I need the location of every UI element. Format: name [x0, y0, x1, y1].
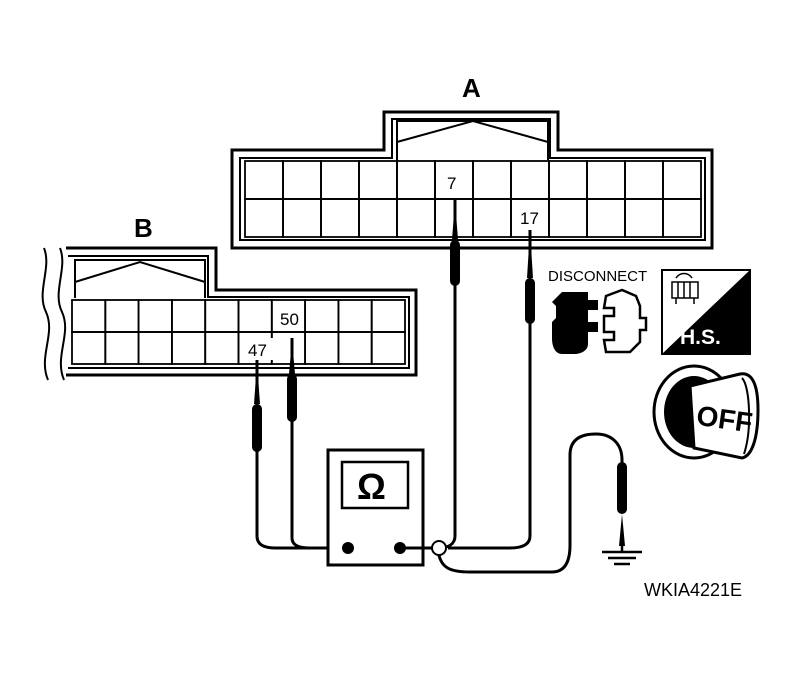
- connector-a-inner: [239, 118, 706, 241]
- pin-cavity: [104, 299, 140, 333]
- connector-b-inner: [68, 255, 410, 369]
- pin-cavity: [337, 331, 373, 365]
- pin-cavity: [396, 160, 436, 200]
- connector-a-label: A: [462, 73, 481, 103]
- pin-cavity: [137, 331, 173, 365]
- harness-connector-glyph: [671, 272, 699, 304]
- ignition-key: [688, 372, 760, 460]
- connector-b-label: B: [134, 213, 153, 243]
- pin-cavity: [282, 198, 322, 238]
- pin-cavity: [244, 160, 284, 200]
- probe-pin-47: [252, 404, 262, 452]
- ohm-symbol: Ω: [357, 466, 386, 507]
- harness-side-icon: H.S.: [661, 269, 751, 355]
- pin-cavity: [104, 331, 140, 365]
- pin-cavity: [137, 299, 173, 333]
- pin-cavity: [320, 160, 360, 200]
- pin-cavity: [244, 198, 284, 238]
- probe-pin-17: [525, 278, 535, 324]
- connector-b-break-line: [41, 247, 67, 381]
- pin-cavity: [282, 160, 322, 200]
- pin-7-label: 7: [447, 174, 456, 193]
- pin-cavity: [304, 331, 340, 365]
- disconnect-label: DISCONNECT: [548, 268, 647, 285]
- pin-17-label: 17: [520, 209, 539, 228]
- lead-ground: [436, 432, 624, 574]
- pin-cavity: [358, 198, 398, 238]
- test-leads: [255, 200, 624, 574]
- connector-b-outer: [66, 246, 418, 377]
- pin-cavity: [304, 299, 340, 333]
- pin-cavity: [624, 160, 664, 200]
- pin-cavity: [204, 331, 240, 365]
- pin-cavity: [337, 299, 373, 333]
- ground-symbol: [602, 546, 642, 566]
- pin-cavity: [586, 198, 626, 238]
- disconnect-icon: DISCONNECT: [548, 268, 648, 354]
- pin-cavity: [548, 160, 588, 200]
- pin-cavity: [270, 331, 306, 365]
- lead-pin-47: [255, 360, 350, 550]
- pin-cavity: [662, 198, 702, 238]
- lead-pin-50: [290, 338, 350, 550]
- pin-cavity: [396, 198, 436, 238]
- pin-cavity: [71, 299, 107, 333]
- pin-cavity: [662, 160, 702, 200]
- connector-a: A 7 17: [230, 73, 714, 250]
- connector-female-half: [602, 288, 648, 354]
- ignition-off-label: OFF: [695, 400, 755, 438]
- pin-cavity: [370, 331, 406, 365]
- pin-cavity: [170, 331, 207, 365]
- pin-cavity: [237, 299, 273, 333]
- connector-a-lock-tab: [396, 119, 549, 160]
- probe-bodies: [252, 200, 627, 546]
- pin-cavity: [71, 331, 107, 365]
- pin-cavity: [370, 299, 406, 333]
- ohmmeter-display: [340, 460, 410, 510]
- pin-cavity: [204, 299, 240, 333]
- lead-pin-17: [448, 230, 532, 550]
- ignition-off-icon: OFF: [652, 364, 760, 460]
- pin-cavity: [510, 160, 550, 200]
- connector-a-outer: [230, 110, 714, 250]
- connector-b-cavity-grid: [71, 299, 406, 365]
- pin-cavity: [586, 160, 626, 200]
- ohmmeter-terminal-left: [342, 542, 354, 554]
- pin-cavity: [472, 198, 512, 238]
- harness-side-label: H.S.: [680, 326, 721, 349]
- connector-a-cavity-grid: [244, 160, 702, 238]
- connector-male-half: [552, 292, 598, 354]
- figure-code: WKIA4221E: [644, 580, 742, 600]
- lead-junction: [431, 540, 447, 556]
- pin-cavity: [472, 160, 512, 200]
- connector-b-lock-tab: [74, 259, 206, 298]
- pin-cavity: [548, 198, 588, 238]
- probe-ground: [617, 462, 627, 514]
- pin-cavity: [320, 198, 360, 238]
- pin-47-label: 47: [248, 341, 267, 360]
- probe-pin-7: [450, 240, 460, 286]
- pin-50-label: 50: [280, 310, 299, 329]
- pin-cavity: [358, 160, 398, 200]
- ohmmeter: Ω: [326, 448, 447, 567]
- pin-cavity: [170, 299, 207, 333]
- pin-cavity: [624, 198, 664, 238]
- probe-pin-50: [287, 374, 297, 422]
- connector-b: B 50 47: [41, 213, 418, 381]
